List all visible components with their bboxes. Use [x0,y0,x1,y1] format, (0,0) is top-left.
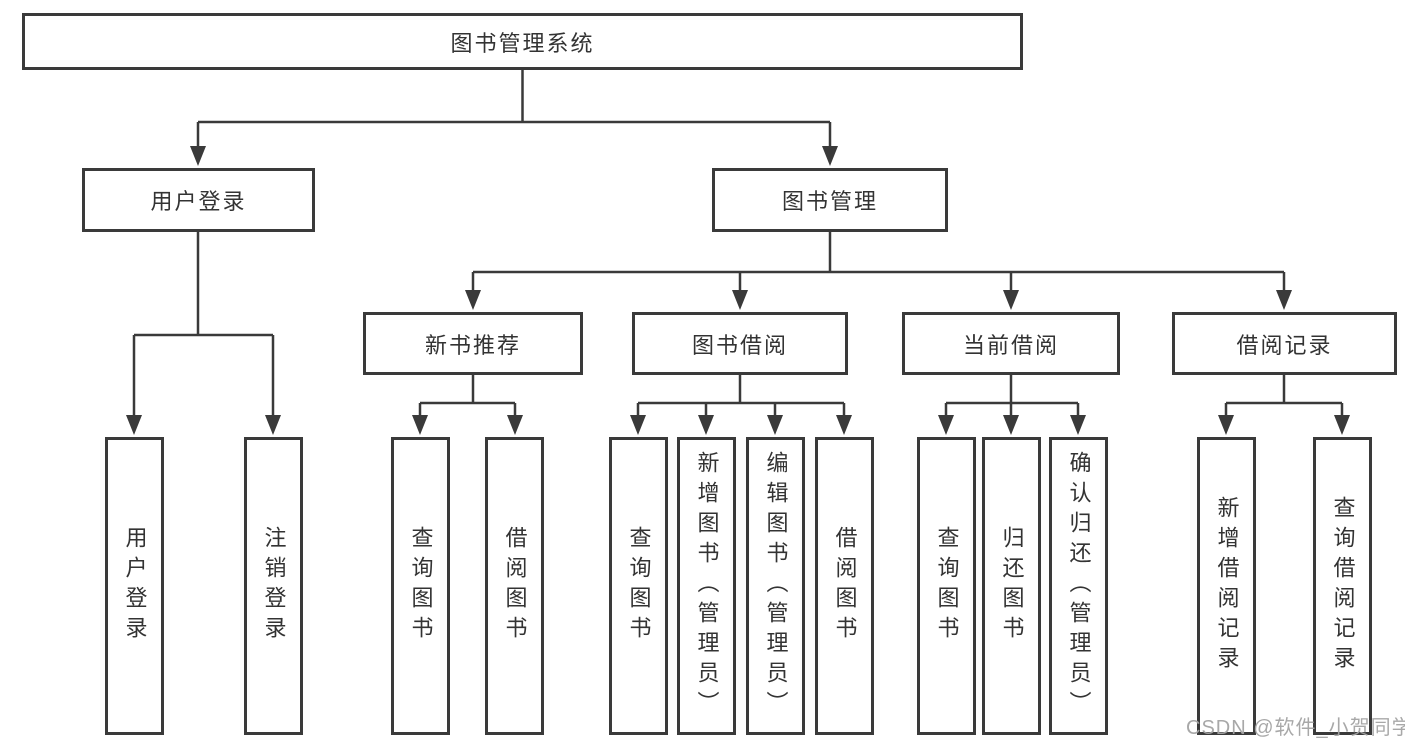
node-book-borrow-label: 图书借阅 [691,332,788,358]
leaf-query-books-borrow: 查询图书 [609,437,668,735]
csdn-watermark: CSDN @软件_小贺同学 [1186,717,1405,739]
node-user-login-label: 用户登录 [150,189,247,214]
node-book-management: 图书管理 [712,168,948,232]
leaf-logout: 注销登录 [244,437,303,735]
leaf-borrow-books: 借阅图书 [815,437,874,735]
leaf-return-book: 归还图书 [982,437,1041,735]
leaf-confirm-return-admin-label: 确认归还（管理员） [1066,451,1092,721]
leaf-query-books-recommend-label: 查询图书 [408,526,434,646]
leaf-confirm-return-admin: 确认归还（管理员） [1049,437,1108,735]
leaf-user-login-label: 用户登录 [122,526,148,646]
leaf-return-book-label: 归还图书 [999,526,1025,646]
leaf-query-borrow-record-label: 查询借阅记录 [1330,496,1356,676]
leaf-query-books-borrow-label: 查询图书 [626,526,652,646]
node-root-label: 图书管理系统 [450,30,595,56]
node-book-management-label: 图书管理 [781,189,878,214]
leaf-borrow-books-recommend: 借阅图书 [485,437,544,735]
leaf-edit-book-admin-label: 编辑图书（管理员） [763,451,789,721]
node-current-borrow: 当前借阅 [902,312,1120,375]
leaf-edit-book-admin: 编辑图书（管理员） [746,437,805,735]
node-new-book-recommend-label: 新书推荐 [424,332,521,358]
leaf-query-borrow-record: 查询借阅记录 [1313,437,1372,735]
leaf-query-books-current: 查询图书 [917,437,976,735]
leaf-add-book-admin: 新增图书（管理员） [677,437,736,735]
node-current-borrow-label: 当前借阅 [962,332,1059,358]
leaf-borrow-books-label: 借阅图书 [832,526,858,646]
leaf-query-books-recommend: 查询图书 [391,437,450,735]
node-user-login: 用户登录 [82,168,315,232]
leaf-add-book-admin-label: 新增图书（管理员） [694,451,720,721]
leaf-add-borrow-record-label: 新增借阅记录 [1214,496,1240,676]
leaf-user-login: 用户登录 [105,437,164,735]
leaf-logout-label: 注销登录 [261,526,287,646]
leaf-add-borrow-record: 新增借阅记录 [1197,437,1256,735]
node-new-book-recommend: 新书推荐 [363,312,583,375]
node-root-library-system: 图书管理系统 [22,13,1023,70]
leaf-borrow-books-recommend-label: 借阅图书 [502,526,528,646]
node-borrow-records-label: 借阅记录 [1236,332,1333,358]
leaf-query-books-current-label: 查询图书 [934,526,960,646]
node-borrow-records: 借阅记录 [1172,312,1397,375]
node-book-borrow: 图书借阅 [632,312,848,375]
